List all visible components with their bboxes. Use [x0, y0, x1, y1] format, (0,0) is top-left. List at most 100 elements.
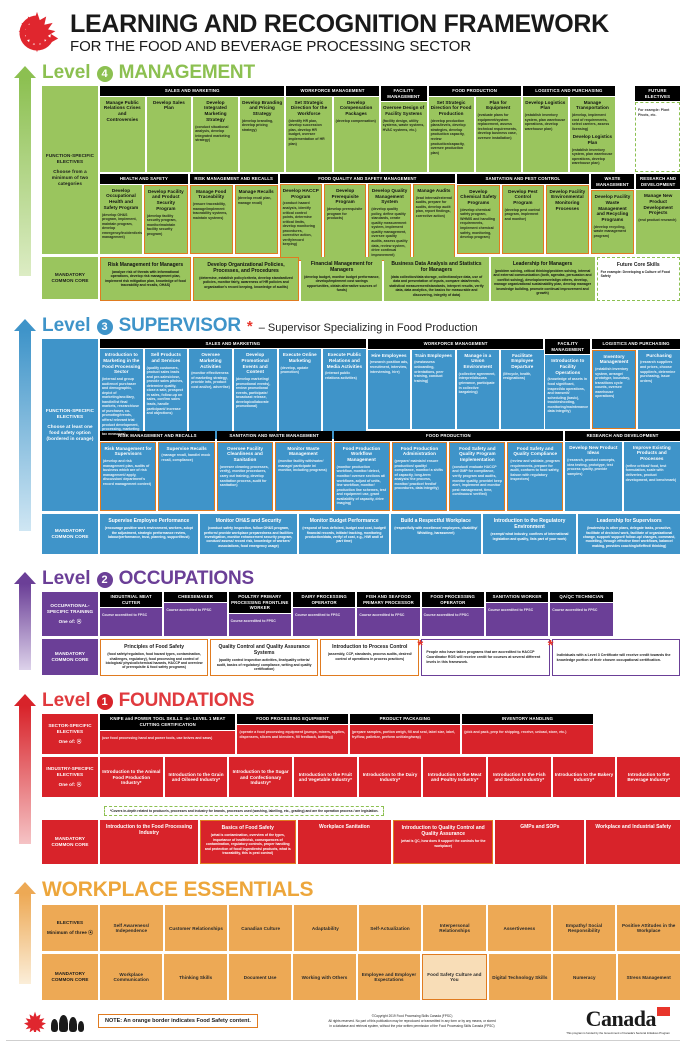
sector-elective-block[interactable]: PRODUCT PACKAGING(prepare samples, porti…: [349, 714, 461, 755]
course-cell-food-safety[interactable]: Develop Quality Management System(develo…: [368, 184, 411, 262]
core-course-cell-food-safety[interactable]: Introduction to Process Control(assembly…: [320, 639, 420, 677]
core-course-cell[interactable]: Business Data Analysis and Statistics fo…: [384, 257, 489, 302]
course-cell[interactable]: Manage Public Relations Crises and Contr…: [100, 96, 145, 172]
core-course-cell-food-safety[interactable]: Basics of Food Safety(what is contaminat…: [199, 820, 296, 865]
course-cell[interactable]: Manage New Product Development Projects(…: [636, 190, 681, 254]
workplace-core-cell-food-safety[interactable]: Food Safety Culture and You: [422, 954, 487, 1001]
workplace-elective-cell[interactable]: Customer Relationships: [164, 905, 228, 952]
course-cell[interactable]: Develop Integrated Marketing Strategy(co…: [193, 96, 238, 172]
course-cell-food-safety[interactable]: Food Production Workflow Management(moni…: [333, 441, 390, 512]
course-cell[interactable]: Develop Promotional Events and Content(d…: [233, 349, 277, 440]
sector-elective-block[interactable]: KNIFE and POWER TOOL SKILLS -or- LEVEL 1…: [100, 714, 236, 755]
course-cell[interactable]: Develop Sales Plan: [146, 96, 192, 172]
industry-elective-cell[interactable]: Introduction to the Bakery Industry*: [552, 757, 616, 798]
course-cell[interactable]: Execute Public Relations and Media Activ…: [323, 349, 366, 440]
workplace-core-cell[interactable]: Document Use: [228, 954, 292, 1001]
course-cell-food-safety[interactable]: Develop Chemical Safety Programs(develop…: [457, 184, 500, 254]
course-cell[interactable]: Hire Employees(research position ads, re…: [367, 349, 411, 430]
core-course-cell-food-safety[interactable]: Introduction to Quality Control and Qual…: [393, 820, 494, 865]
course-cell[interactable]: Sell Products and Services(qualify custo…: [144, 349, 188, 440]
course-cell[interactable]: Facilitate Employee Departure(lifecycle,…: [501, 349, 544, 430]
course-cell[interactable]: Improve Existing Products and Processes(…: [623, 441, 680, 512]
industry-elective-cell[interactable]: Introduction to the Beverage Industry*: [617, 757, 681, 798]
course-cell-food-safety[interactable]: Develop Facility and Product Security Pr…: [143, 184, 188, 254]
core-course-cell[interactable]: Monitor Budget Performance(respond of lo…: [299, 514, 389, 555]
workplace-core-cell[interactable]: Thinking Skills: [164, 954, 227, 1001]
course-cell[interactable]: Set Strategic Direction for Food Product…: [428, 96, 474, 172]
course-cell-food-safety[interactable]: Develop HACCP Program(conduct hazard ana…: [279, 184, 322, 262]
workplace-core-cell[interactable]: Numeracy: [553, 954, 616, 1001]
course-cell[interactable]: Develop Compensation Packages(develop co…: [333, 96, 379, 172]
course-cell-food-safety[interactable]: Develop Prerequisite Program(develop pre…: [323, 184, 367, 262]
workplace-elective-cell[interactable]: Assertiveness: [488, 905, 551, 952]
course-cell-food-safety[interactable]: Manage Recalls(develop recall plan, mana…: [234, 184, 278, 254]
course-cell-food-safety[interactable]: Oversee Facility Cleanliness and Sanitat…: [216, 441, 274, 512]
course-cell[interactable]: Set Strategic Direction for the Workforc…: [286, 96, 332, 172]
course-cell-food-safety[interactable]: Develop Facility Waste Management and Re…: [590, 190, 635, 254]
core-course-cell[interactable]: Financial Management for Managers(develo…: [301, 257, 383, 302]
course-cell-food-safety[interactable]: Food Safety and Quality Program Implemen…: [449, 441, 506, 512]
course-cell[interactable]: Manage in a Union Environment(collective…: [456, 349, 500, 430]
workplace-elective-cell[interactable]: Self Awareness/ Independence: [100, 905, 163, 952]
core-course-cell[interactable]: Workplace and Industrial Safety: [586, 820, 681, 865]
course-cell-food-safety[interactable]: Food Production Administration(prepare/ …: [391, 441, 448, 512]
workplace-elective-cell[interactable]: Canadian Culture: [229, 905, 293, 952]
course-cell-food-safety[interactable]: Risk Management for Supervisors(develop …: [100, 441, 157, 512]
industry-elective-cell[interactable]: Introduction to the Grain and Oilseed In…: [164, 757, 228, 798]
workplace-core-cell[interactable]: Digital Technology Skills: [488, 954, 552, 1001]
course-cell-food-safety[interactable]: Manage Audits(lead internal/external aud…: [412, 184, 456, 262]
sector-elective-block[interactable]: FOOD PROCESSING EQUIPMENT(operate a food…: [237, 714, 348, 755]
core-course-cell[interactable]: Introduction to the Regulatory Environme…: [482, 514, 577, 555]
course-cell[interactable]: Develop Branding and Pricing Strategy(de…: [239, 96, 285, 172]
workplace-elective-cell[interactable]: Positive Attitudes in the Workplace: [617, 905, 681, 952]
course-cell-food-safety[interactable]: Inventory Management(establish inventory…: [592, 349, 637, 430]
core-course-cell[interactable]: GMPs and SOPs: [495, 820, 585, 865]
workplace-elective-cell[interactable]: Adaptability: [294, 905, 357, 952]
core-course-cell[interactable]: Workplace Sanitation: [297, 820, 392, 865]
course-cell-food-safety[interactable]: Develop Facility Environmental Monitorin…: [546, 184, 589, 254]
course-cell-food-safety[interactable]: Food Safety and Quality Compliance(revie…: [507, 441, 564, 512]
industry-elective-cell[interactable]: Introduction to the Fish and Seafood Ind…: [488, 757, 551, 798]
workplace-elective-cell[interactable]: Self-Actualization: [358, 905, 422, 952]
core-course-cell-food-safety[interactable]: Quality Control and Quality Assurance Sy…: [210, 639, 319, 677]
workplace-core-cell[interactable]: Workplace Communication: [100, 954, 163, 1001]
core-course-cell-food-safety[interactable]: Principles of Food Safety(food safety/re…: [100, 639, 209, 677]
core-course-cell[interactable]: Develop Organizational Policies, Process…: [192, 257, 300, 302]
course-cell[interactable]: Introduction to Marketing in the Food Pr…: [100, 349, 143, 440]
course-cell-food-safety[interactable]: Develop Pest Control Program(develop pes…: [501, 184, 545, 254]
core-course-cell[interactable]: Monitor OH&S and Security(conduct safety…: [199, 514, 298, 555]
core-course-cell[interactable]: Risk Management for Managers(analyze ris…: [100, 257, 191, 302]
core-course-cell[interactable]: Supervise Employee Performance(encourage…: [100, 514, 198, 555]
course-cell[interactable]: Manage Transportation(develop, implement…: [569, 96, 615, 172]
industry-elective-cell[interactable]: Introduction to the Sugar and Confection…: [229, 757, 293, 798]
workplace-elective-cell[interactable]: Empathy/ Social Responsibility: [552, 905, 616, 952]
course-cell[interactable]: Develop New Product Ideas(research, prod…: [565, 441, 622, 512]
course-cell-food-safety[interactable]: Monitor Waste Management(monitor facilit…: [275, 441, 332, 512]
workplace-core-cell[interactable]: Employee and Employer Expectations: [357, 954, 421, 1001]
core-course-cell[interactable]: Build a Respectful Workplace(respectfull…: [391, 514, 481, 555]
industry-elective-cell[interactable]: Introduction to the Fruit and Vegetable …: [294, 757, 357, 798]
course-cell[interactable]: Oversee Marketing Activities(monitor eff…: [189, 349, 232, 440]
core-course-cell[interactable]: Leadership for Managers(problem solving,…: [490, 257, 595, 302]
course-cell[interactable]: Develop Occupational Health and Safety P…: [100, 184, 142, 254]
course-cell[interactable]: Introduction to Facility Operations(know…: [545, 355, 591, 430]
industry-elective-cell[interactable]: Introduction to the Meat and Poultry Ind…: [423, 757, 487, 798]
industry-elective-cell[interactable]: Introduction to the Animal Food Producti…: [100, 757, 163, 798]
course-cell[interactable]: Train Employees(new/assess onboarding, o…: [412, 349, 455, 430]
workplace-core-cell[interactable]: Stress Management: [617, 954, 680, 1001]
workplace-core-cell[interactable]: Working with Others: [293, 954, 356, 1001]
course-cell[interactable]: Purchasing(research suppliers and prices…: [638, 349, 680, 430]
course-cell[interactable]: Oversee Design of Facility Systems(facil…: [380, 102, 427, 172]
workplace-elective-cell[interactable]: Interpersonal Relationships: [423, 905, 487, 952]
course-cell[interactable]: Develop Logistics Plan(establish invento…: [522, 96, 568, 172]
occupation-block[interactable]: POULTRY PRIMARY PROCESSING FRONTLINE WOR…: [228, 592, 291, 637]
course-cell-food-safety[interactable]: Manage Food Traceability(ensure traceabi…: [189, 184, 233, 254]
sector-elective-block[interactable]: INVENTORY HANDLING(pick and pack, prep f…: [462, 714, 593, 755]
